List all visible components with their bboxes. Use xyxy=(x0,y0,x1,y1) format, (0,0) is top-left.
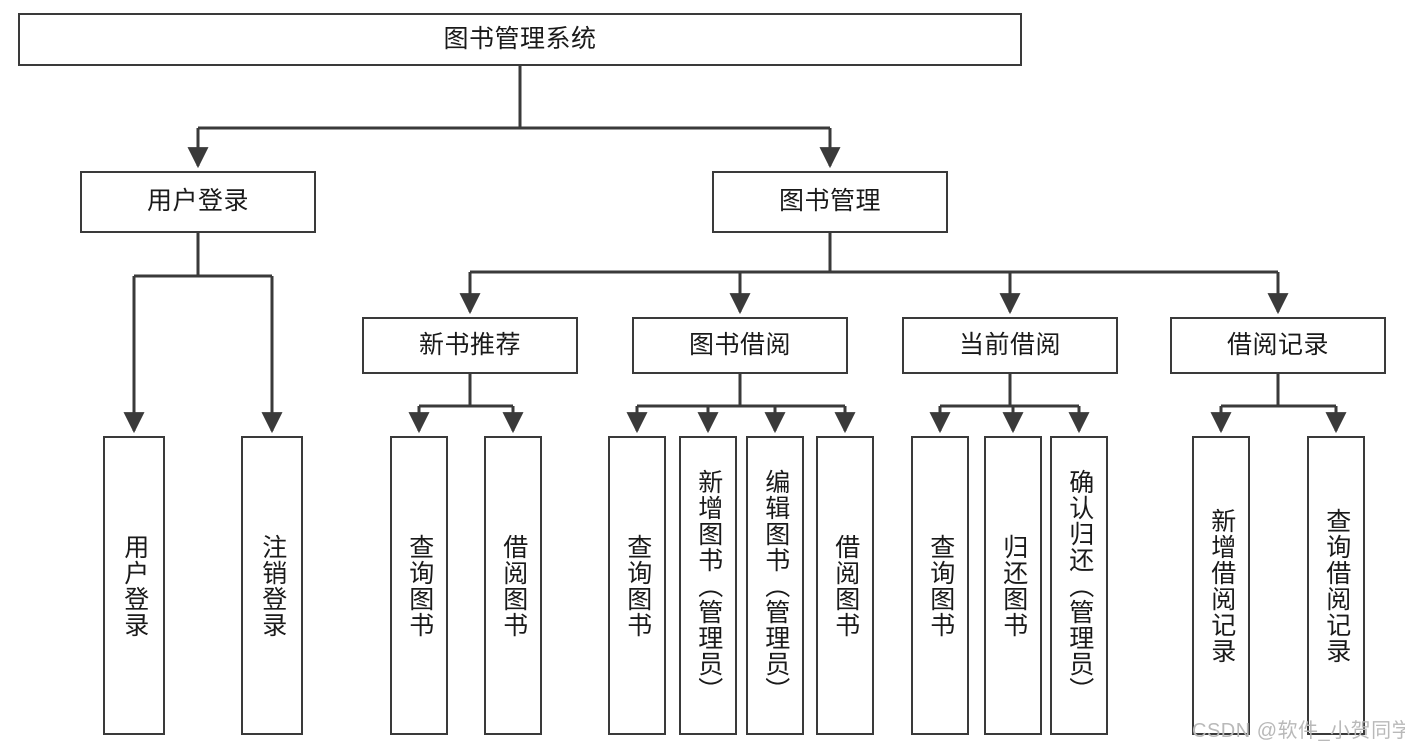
leaf-node[interactable]: 查询图书 xyxy=(911,436,969,735)
node-book-borrow-label: 图书借阅 xyxy=(688,330,791,359)
leaf-node-label: 借阅图书 xyxy=(499,533,528,638)
node-root[interactable]: 图书管理系统 xyxy=(18,13,1022,66)
node-book-management-label: 图书管理 xyxy=(778,187,881,216)
node-user-login-label: 用户登录 xyxy=(146,187,249,216)
node-new-book-recommend[interactable]: 新书推荐 xyxy=(362,317,578,374)
leaf-node[interactable]: 借阅图书 xyxy=(484,436,542,735)
leaf-node-label: 新增借阅记录 xyxy=(1207,507,1236,664)
leaf-node[interactable]: 编辑图书（管理员） xyxy=(746,436,804,735)
leaf-node[interactable]: 查询图书 xyxy=(608,436,666,735)
leaf-node-label: 新增图书（管理员） xyxy=(694,468,723,703)
leaf-node[interactable]: 查询借阅记录 xyxy=(1307,436,1365,735)
leaf-node[interactable]: 查询图书 xyxy=(390,436,448,735)
node-book-management[interactable]: 图书管理 xyxy=(712,171,948,233)
node-root-label: 图书管理系统 xyxy=(443,24,597,53)
leaf-node-label: 确认归还（管理员） xyxy=(1065,468,1094,703)
leaf-node-label: 借阅图书 xyxy=(831,533,860,638)
node-borrow-records[interactable]: 借阅记录 xyxy=(1170,317,1386,374)
node-current-borrow[interactable]: 当前借阅 xyxy=(902,317,1118,374)
leaf-node-label: 注销登录 xyxy=(258,533,287,638)
leaf-node[interactable]: 归还图书 xyxy=(984,436,1042,735)
leaf-node[interactable]: 用户登录 xyxy=(103,436,165,735)
leaf-node[interactable]: 确认归还（管理员） xyxy=(1050,436,1108,735)
leaf-node[interactable]: 注销登录 xyxy=(241,436,303,735)
leaf-node[interactable]: 新增图书（管理员） xyxy=(679,436,737,735)
leaf-node[interactable]: 新增借阅记录 xyxy=(1192,436,1250,735)
leaf-node-label: 查询图书 xyxy=(623,533,652,638)
leaf-node-label: 查询图书 xyxy=(405,533,434,638)
node-new-book-recommend-label: 新书推荐 xyxy=(418,330,521,359)
node-current-borrow-label: 当前借阅 xyxy=(958,330,1061,359)
leaf-node[interactable]: 借阅图书 xyxy=(816,436,874,735)
node-borrow-records-label: 借阅记录 xyxy=(1226,330,1329,359)
leaf-node-label: 归还图书 xyxy=(999,533,1028,638)
leaf-node-label: 查询借阅记录 xyxy=(1322,507,1351,664)
leaf-node-label: 编辑图书（管理员） xyxy=(761,468,790,703)
leaf-node-label: 用户登录 xyxy=(120,533,149,638)
node-book-borrow[interactable]: 图书借阅 xyxy=(632,317,848,374)
node-user-login[interactable]: 用户登录 xyxy=(80,171,316,233)
leaf-node-label: 查询图书 xyxy=(926,533,955,638)
